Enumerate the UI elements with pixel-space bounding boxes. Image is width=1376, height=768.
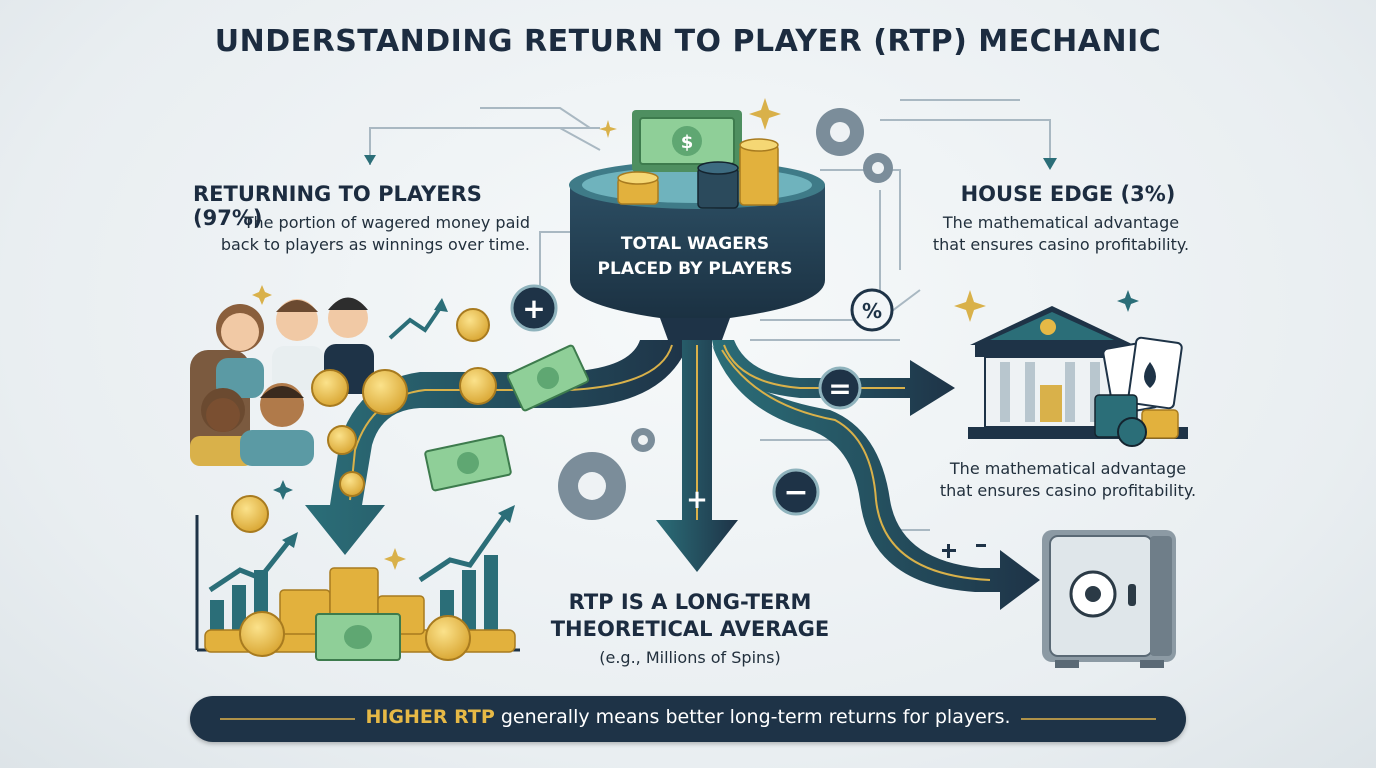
minus-badge (772, 468, 820, 516)
arrowhead-right-icon (1043, 158, 1057, 170)
house-edge-description-secondary: The mathematical advantage that ensures … (918, 458, 1218, 502)
trend-up-icon (388, 303, 444, 340)
cash-stack-icon: $ (632, 110, 742, 172)
house-edge-desc-line2: that ensures casino profitability. (932, 235, 1190, 254)
svg-text:$: $ (681, 132, 694, 153)
returning-desc-line2: back to players as winnings over time. (220, 235, 530, 254)
plus-symbol-center: + (686, 485, 708, 515)
coin-stack-icon (617, 138, 779, 209)
rtp-theoretical-heading: THEORETICAL AVERAGE (550, 617, 830, 641)
players-group-icon (190, 297, 374, 466)
returning-to-players-heading: RETURNING TO PLAYERS (97%) (193, 182, 482, 230)
plus-badge-left (510, 284, 558, 332)
equals-badge (818, 366, 862, 410)
total-wagers-line2: PLACED BY PLAYERS (597, 259, 793, 279)
circuit-lines (369, 99, 1051, 531)
total-wagers-label: TOTAL WAGERS PLACED BY PLAYERS (570, 232, 820, 282)
sparkle-teal-icon (273, 290, 1139, 500)
banner-rest: generally means better long-term returns… (494, 706, 1011, 728)
total-wagers-line1: TOTAL WAGERS (620, 234, 770, 254)
house-edge-description: The mathematical advantage that ensures … (916, 212, 1206, 256)
banner-highlight: HIGHER RTP (365, 706, 495, 728)
banner-text: HIGHER RTP generally means better long-t… (190, 706, 1186, 728)
returning-to-players-description: The portion of wagered money paid back t… (200, 212, 530, 256)
house-edge-heading: HOUSE EDGE (3%) (960, 182, 1176, 206)
percent-symbol: % (862, 299, 882, 323)
safe-icon (1042, 530, 1176, 668)
plus-minus-decor-icon (942, 544, 986, 558)
rtp-long-term-heading: RTP IS A LONG-TERM (568, 590, 812, 614)
rtp-note: (e.g., Millions of Spins) (599, 648, 781, 667)
coin-pile-icon (204, 567, 516, 661)
house-edge-desc-line1: The mathematical advantage (942, 213, 1180, 232)
arrowhead-left-icon (364, 155, 376, 165)
returning-desc-line1: The portion of wagered money paid (243, 213, 530, 232)
summary-banner: HIGHER RTP generally means better long-t… (190, 696, 1186, 742)
casino-building-icon (968, 306, 1188, 439)
sparkle-icon (252, 98, 986, 570)
percent-badge (850, 288, 894, 332)
coin-icon (231, 308, 497, 533)
house-edge-desc2-line1: The mathematical advantage (949, 459, 1187, 478)
minus-symbol: − (783, 475, 808, 510)
house-edge-desc2-line2: that ensures casino profitability. (939, 481, 1197, 500)
flow-gold-lines (349, 344, 991, 581)
gear-icon (558, 108, 893, 520)
equals-symbol: = (828, 372, 851, 405)
page-title: UNDERSTANDING RETURN TO PLAYER (RTP) MEC… (214, 24, 1162, 59)
plus-symbol: + (522, 292, 545, 325)
cash-bill-icon (424, 344, 590, 492)
playing-card-icon (1094, 336, 1183, 447)
